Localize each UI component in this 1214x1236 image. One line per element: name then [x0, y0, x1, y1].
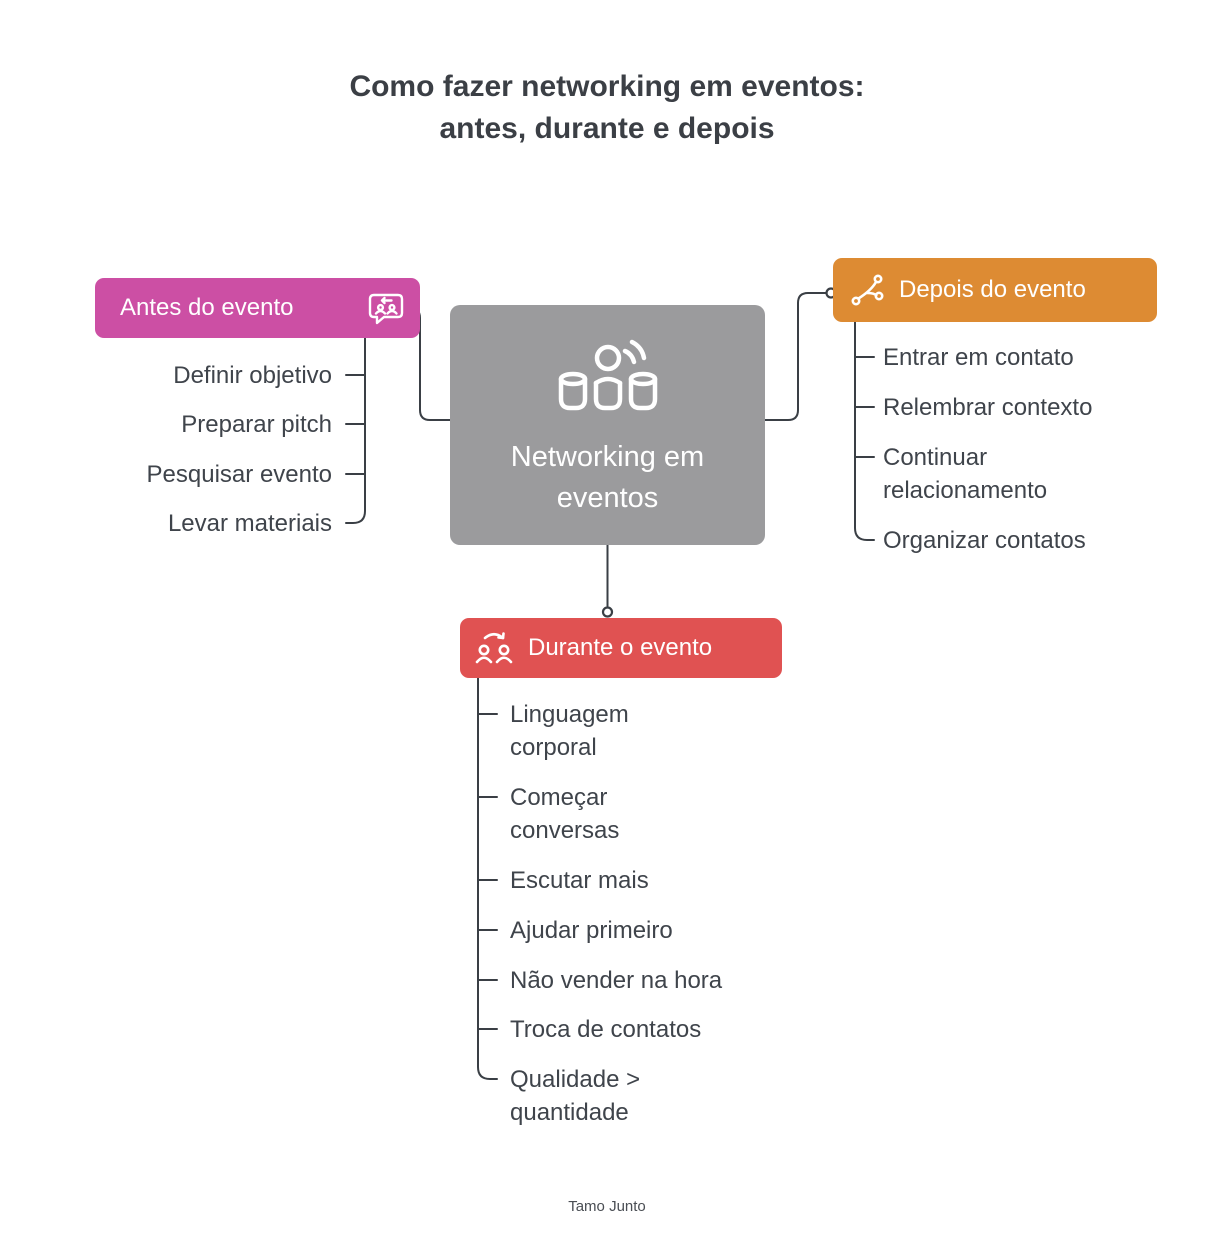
durante-item-escutar-mais: Escutar mais	[510, 867, 649, 894]
title-line-2: antes, durante e depois	[439, 112, 775, 145]
durante-item-linguagem-corporal: Linguagem corporal	[510, 701, 629, 761]
center-node-label: Networking em eventos	[510, 441, 705, 514]
connector-center-depois	[764, 292, 827, 421]
depois-item-entrar-em-contato: Entrar em contato	[883, 344, 1074, 371]
branch-durante-o-evento: Durante o evento	[460, 618, 782, 678]
antes-item-pesquisar-evento: Pesquisar evento	[146, 461, 332, 488]
depois-item-relembrar-contexto: Relembrar contexto	[883, 394, 1093, 421]
durante-item-qualidade-quantidade: Qualidade > quantidade	[510, 1066, 641, 1126]
durante-item-nao-vender-na-hora: Não vender na hora	[510, 967, 723, 994]
depois-item-continuar-relacionamento: Continuar relacionamento	[883, 444, 1048, 504]
dot-durante	[601, 606, 614, 618]
durante-item-troca-de-contatos: Troca de contatos	[510, 1016, 702, 1043]
title-line-1: Como fazer networking em eventos:	[349, 70, 865, 103]
depois-label: Depois do evento	[899, 276, 1086, 303]
center-node: Networking em eventos	[450, 305, 765, 545]
branch-antes-do-evento: Antes do evento	[95, 278, 420, 338]
antes-item-levar-materiais: Levar materiais	[167, 510, 332, 537]
footer-brand: Tamo Junto	[568, 1198, 646, 1215]
antes-item-preparar-pitch: Preparar pitch	[181, 411, 332, 438]
antes-item-definir-objetivo: Definir objetivo	[173, 362, 332, 389]
speaker-audience-icon	[558, 339, 657, 411]
network-branch-icon	[851, 274, 884, 306]
branch-depois-do-evento: Depois do evento	[833, 258, 1157, 322]
durante-branch-line	[477, 677, 498, 1080]
people-chat-icon	[368, 293, 404, 325]
antes-label: Antes do evento	[120, 294, 294, 321]
antes-branch-line	[345, 337, 366, 524]
people-exchange-icon	[475, 632, 513, 664]
depois-item-organizar-contatos: Organizar contatos	[883, 527, 1086, 554]
page-title: Como fazer networking em eventos: antes,…	[0, 66, 1214, 150]
durante-item-comecar-conversas: Começar conversas	[510, 784, 620, 844]
durante-label: Durante o evento	[528, 634, 713, 661]
depois-branch-line	[854, 321, 875, 541]
durante-item-ajudar-primeiro: Ajudar primeiro	[510, 917, 673, 944]
